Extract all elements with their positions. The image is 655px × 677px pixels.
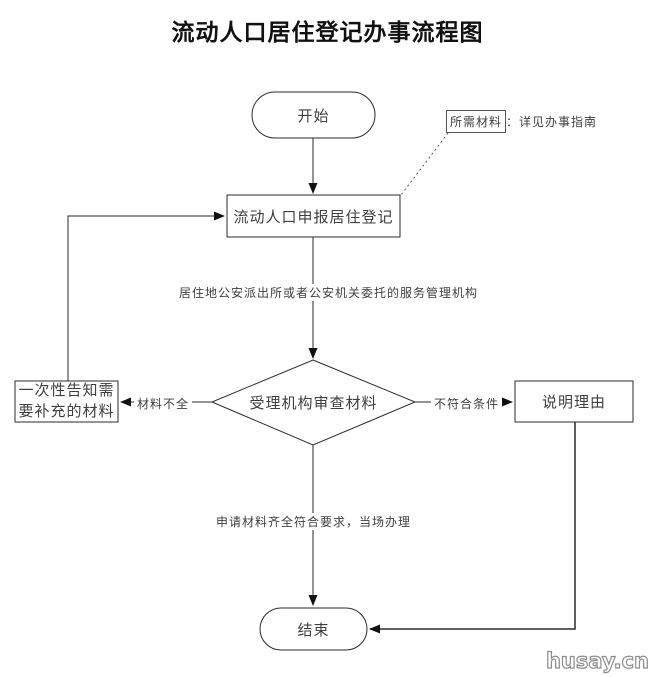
supplement-node-label: 一次性告知需要补充的材料 bbox=[18, 383, 115, 420]
start-terminator-shape bbox=[251, 91, 376, 139]
watermark: husay.cn bbox=[545, 648, 649, 673]
materials-annotation-boxed: 所需材料 bbox=[446, 110, 507, 133]
end-terminator-shape bbox=[259, 607, 368, 651]
edge-label-qualified: 申请材料齐全符合要求，当场办理 bbox=[213, 513, 415, 530]
edge-label-authority: 居住地公安派出所或者公安机关委托的服务管理机构 bbox=[176, 284, 482, 301]
explain-node-label: 说明理由 bbox=[541, 395, 606, 411]
end-node-label: 结束 bbox=[297, 622, 330, 639]
edge-label-incomplete: 材料不全 bbox=[134, 395, 193, 412]
apply-node-label: 流动人口申报居住登记 bbox=[233, 209, 394, 226]
edge-explain-to-end bbox=[369, 422, 576, 634]
page-title: 流动人口居住登记办事流程图 bbox=[171, 20, 484, 45]
materials-annotation: 所需材料：详见办事指南 bbox=[446, 110, 597, 133]
materials-annotation-rest: ：详见办事指南 bbox=[506, 115, 598, 129]
review-node-label: 受理机构审查材料 bbox=[249, 396, 378, 412]
apply-process-shape bbox=[226, 194, 401, 238]
edge-label-not-qualified: 不符合条件 bbox=[431, 395, 503, 412]
explain-process-shape bbox=[514, 380, 634, 423]
start-node-label: 开始 bbox=[297, 108, 330, 125]
review-decision-shape bbox=[210, 359, 417, 446]
edge-annotation-dotted bbox=[400, 132, 449, 196]
edge-supplement-to-apply bbox=[67, 211, 225, 381]
supplement-process-shape bbox=[14, 380, 119, 423]
